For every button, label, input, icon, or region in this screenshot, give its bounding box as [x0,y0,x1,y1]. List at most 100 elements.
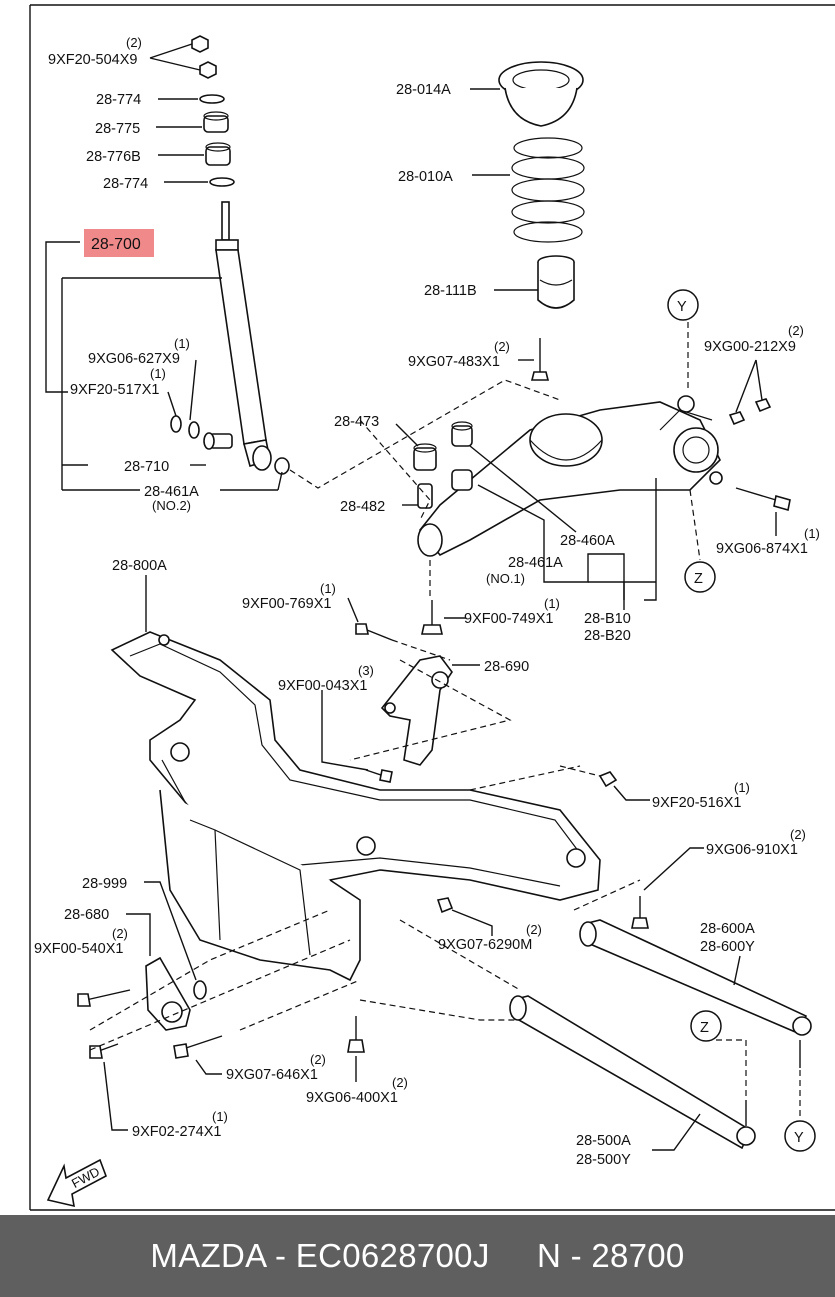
bolt-9xf00-749x1 [421,600,466,635]
callout-9xg06-874x1: 9XG06-874X1 [716,541,808,557]
callout-28-b10: 28-B10 [584,611,631,627]
bolt-9xg06-910x1 [631,847,704,929]
callout-9xg06-910x1: 9XG06-910X1 [706,842,798,858]
callout-9xg06-400x1: 9XG06-400X1 [306,1090,398,1106]
svg-text:Y: Y [794,1130,804,1146]
bolt-9xf02-274x1 [89,1043,128,1131]
callout-qty: (1) [150,366,166,381]
callout-9xf20-516x1: 9XF20-516X1 [652,795,741,811]
crossmember [110,575,601,982]
callout-qty: (2) [788,323,804,338]
bolt-9xf00-043x1 [321,690,393,783]
callout-9xg00-212x9: 9XG00-212X9 [704,339,796,355]
link-28-500a [509,995,756,1151]
bolt-9xg07-483x1 [518,338,550,381]
callout-28-680: 28-680 [64,907,109,923]
callout-9xf20-517x1: 9XF20-517X1 [70,382,159,398]
callout-qty: (2) [126,35,142,50]
callout-qty: (1) [734,780,750,795]
footer-text: MAZDA - EC0628700J N - 28700 [150,1237,685,1274]
marker-y-low: Y [784,1120,816,1152]
callout-28-690: 28-690 [484,659,529,675]
callout-9xf02-274x1: 9XF02-274X1 [132,1124,221,1140]
bolt-28-710 [167,359,233,450]
callout-28-600a: 28-600A [700,921,755,937]
callout-28-775: 28-775 [95,121,140,137]
callout-28-010a: 28-010A [398,169,453,185]
bushing-28-775 [156,111,229,133]
marker-z-low: Z [690,1010,722,1042]
callout-9xg07-646x1: 9XG07-646X1 [226,1067,318,1083]
callout-28-800a: 28-800A [112,558,167,574]
callout-28-014a: 28-014A [396,82,451,98]
callout-qty: (2) [112,926,128,941]
nut-pair [149,35,217,79]
coil-spring [472,137,585,243]
callout-qty: (2) [526,922,542,937]
bushing-28-460a [451,421,577,533]
callout-28-710: 28-710 [124,459,169,475]
callout-qty: (2) [392,1075,408,1090]
callout-qty: (1) [804,526,820,541]
bolt-9xf00-540x1 [77,989,131,1007]
callout-qty: (2) [494,339,510,354]
callout-28-482: 28-482 [340,499,385,515]
parts-diagram: FWD Y Z Z Y (2) 9XF20-504X9 28-774 28-77… [29,4,835,1211]
callout-28-776b: 28-776B [86,149,141,165]
bolt-9xg07-646x1 [173,1035,223,1075]
callout-9xg07-6290m: 9XG07-6290M [438,937,532,953]
fwd-arrow-icon: FWD [46,1158,107,1208]
washer-lower [164,177,235,187]
callout-28-461a-no1: 28-461A [508,555,563,571]
callout-28-700: 28-700 [91,236,141,253]
callout-qty: (1) [212,1109,228,1124]
callout-note: (NO.1) [486,571,525,586]
callout-qty: (1) [174,336,190,351]
nuts-9xg00-212x9 [728,359,772,426]
callout-28-473: 28-473 [334,414,379,430]
bushing-28-473 [395,423,437,471]
callout-9xf00-540x1: 9XF00-540X1 [34,941,123,957]
callout-qty: (2) [790,827,806,842]
marker-y-top: Y [667,289,699,321]
callout-9xf00-749x1: 9XF00-749X1 [464,611,553,627]
callout-28-111b: 28-111B [424,283,477,299]
bracket-28-700 [45,241,80,393]
link-28-600a [579,919,812,1068]
nut-9xf20-516x1 [598,771,650,801]
spring-seat [470,61,584,127]
callout-qty: (2) [310,1052,326,1067]
shock-absorber [215,201,290,475]
bolt-9xg06-400x1 [347,1016,365,1082]
trailing-arm [417,395,723,557]
callout-9xf00-043x1: 9XF00-043X1 [278,678,367,694]
bracket-28-680 [126,913,191,1031]
callout-28-460a: 28-460A [560,533,615,549]
callout-28-999: 28-999 [82,876,127,892]
callout-28-774-upper: 28-774 [96,92,141,108]
callout-28-461a-no2: 28-461A [144,484,199,500]
callout-note: (NO.2) [152,498,191,513]
washer-upper [158,94,225,104]
svg-text:Z: Z [700,1020,709,1036]
marker-z-mid: Z [684,561,716,593]
callout-qty: (1) [320,581,336,596]
callout-28-500y: 28-500Y [576,1152,631,1168]
callout-9xg06-627x9: 9XG06-627X9 [88,351,180,367]
svg-text:Z: Z [694,571,703,587]
svg-text:Y: Y [677,299,687,315]
washer-28-999 [144,881,207,1000]
bump-stop [494,255,575,309]
callout-9xg07-483x1: 9XG07-483X1 [408,354,500,370]
part-number-footer: MAZDA - EC0628700J N - 28700 [0,1215,835,1297]
callout-28-500a: 28-500A [576,1133,631,1149]
callout-28-b20: 28-B20 [584,628,631,644]
callout-9xf00-769x1: 9XF00-769X1 [242,596,331,612]
callout-qty: (3) [358,663,374,678]
bolt-9xg06-874x1 [735,487,791,536]
callout-28-774-lower: 28-774 [103,176,148,192]
highlight-box [84,229,154,257]
callout-28-600y: 28-600Y [700,939,755,955]
callout-qty: (1) [544,596,560,611]
callout-9xf20-504x9: 9XF20-504X9 [48,52,137,68]
